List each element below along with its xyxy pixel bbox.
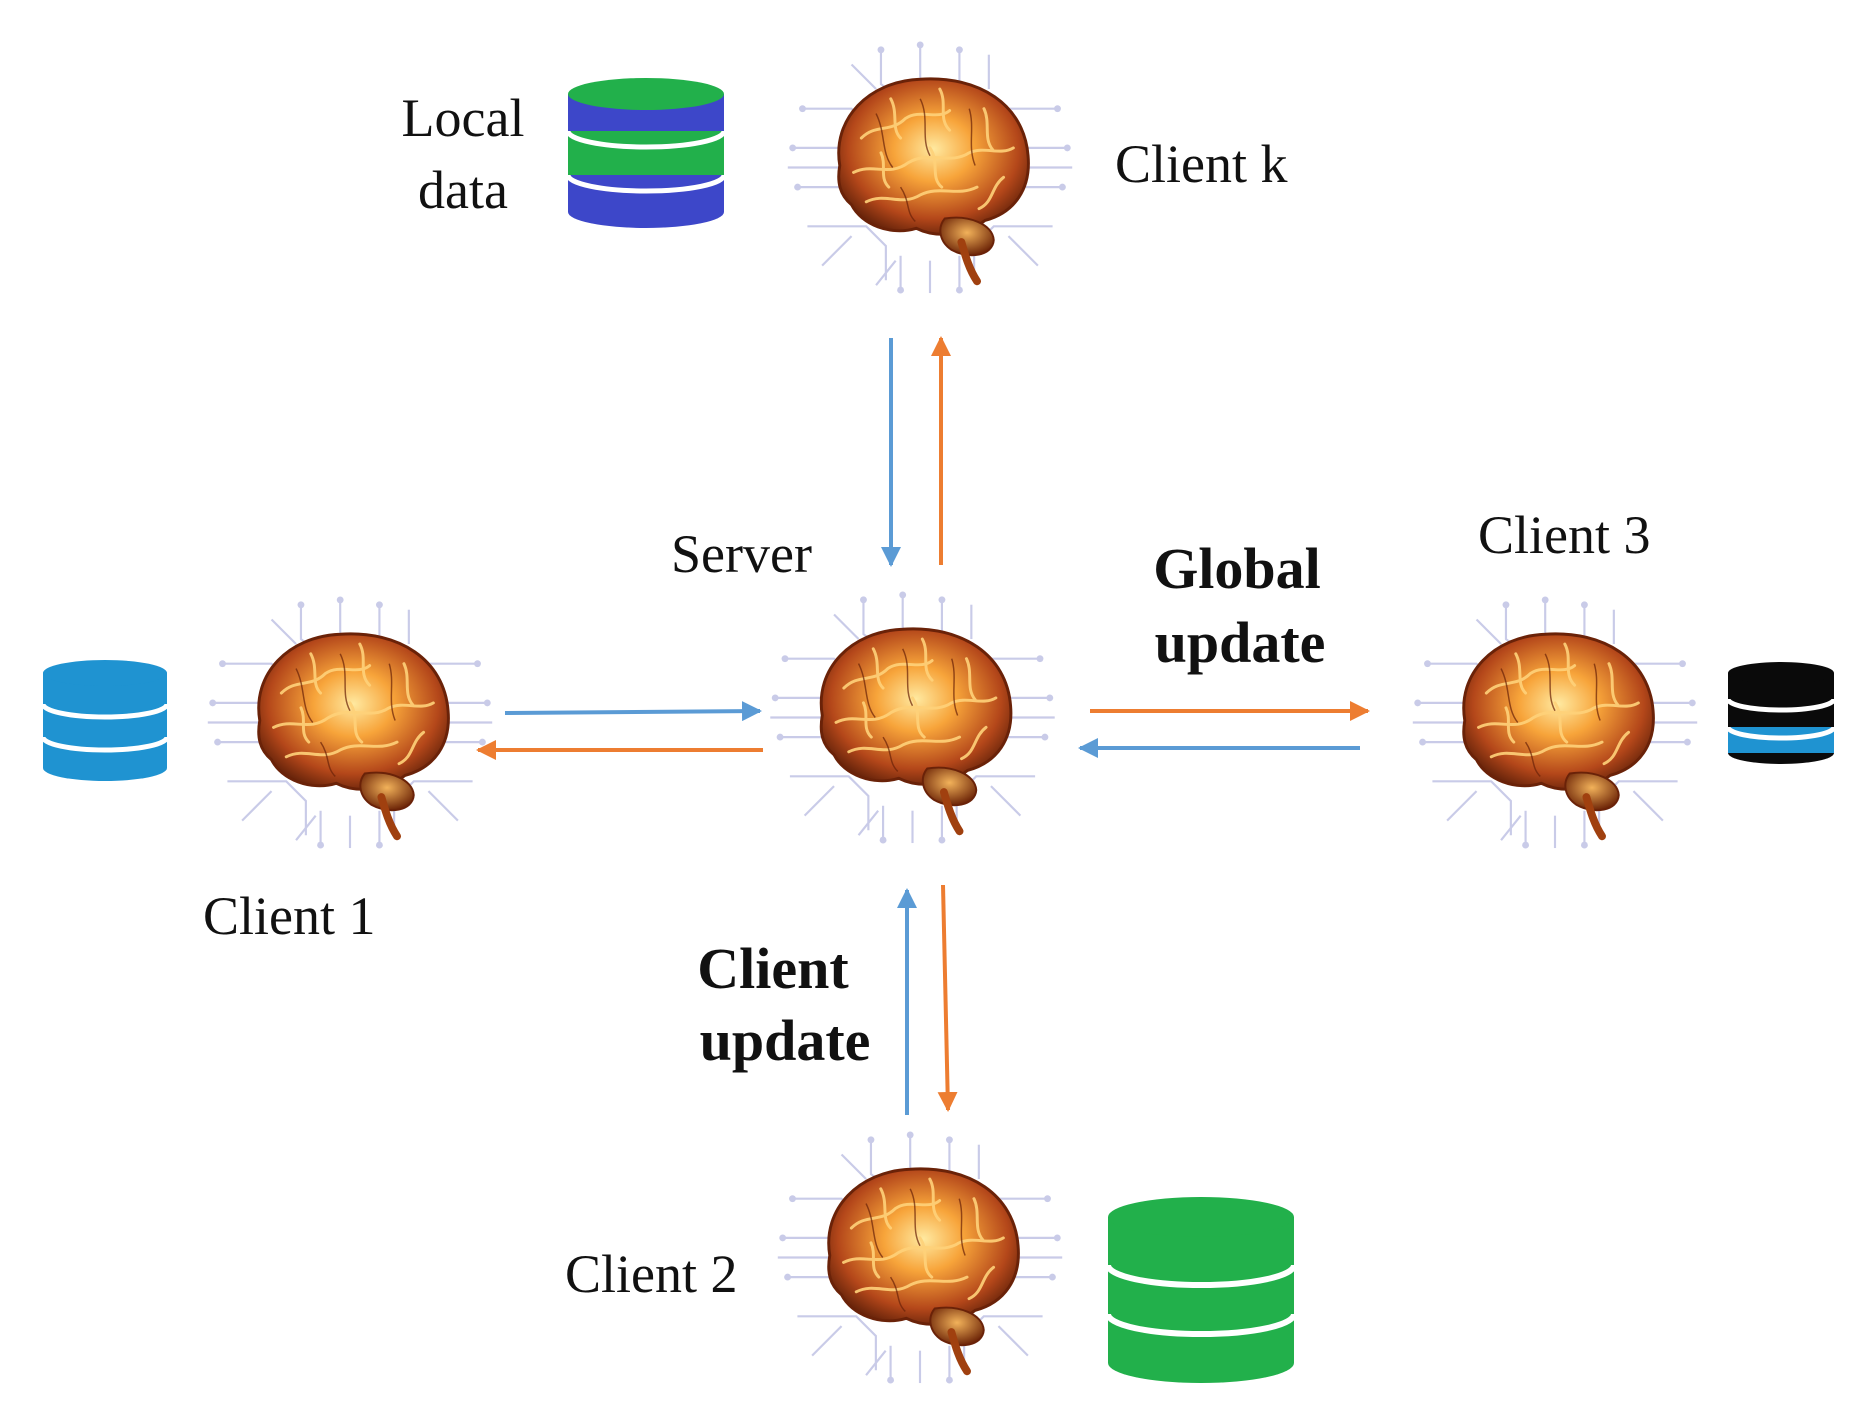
client-3-label: Client 3 xyxy=(1478,505,1651,565)
client-3-brain-icon xyxy=(1413,596,1697,848)
database-blue-green-icon xyxy=(565,78,727,228)
arrow-server-to-client-2 xyxy=(937,884,958,1112)
server-label: Server xyxy=(671,524,812,584)
client-2-brain-icon xyxy=(778,1131,1062,1383)
database-black-lightblue-icon xyxy=(1725,662,1837,764)
client-k-label: Client k xyxy=(1115,134,1288,194)
database-lightblue-icon xyxy=(40,660,170,781)
local-data-label-line1: Local xyxy=(402,88,525,148)
server-brain-icon xyxy=(770,591,1054,843)
global-update-label-line1: Global xyxy=(1153,536,1321,601)
database-green-icon xyxy=(1105,1197,1297,1383)
client-update-label-line1: Client xyxy=(697,936,849,1001)
client-k-brain-icon xyxy=(788,41,1072,293)
global-update-label-line2: update xyxy=(1155,610,1326,675)
arrow-client-1-to-server xyxy=(504,701,762,722)
client-1-brain-icon xyxy=(208,596,492,848)
client-1-label: Client 1 xyxy=(203,886,376,946)
client-update-label-line2: update xyxy=(700,1008,871,1073)
client-2-label: Client 2 xyxy=(565,1244,738,1304)
local-data-label-line2: data xyxy=(418,160,508,220)
